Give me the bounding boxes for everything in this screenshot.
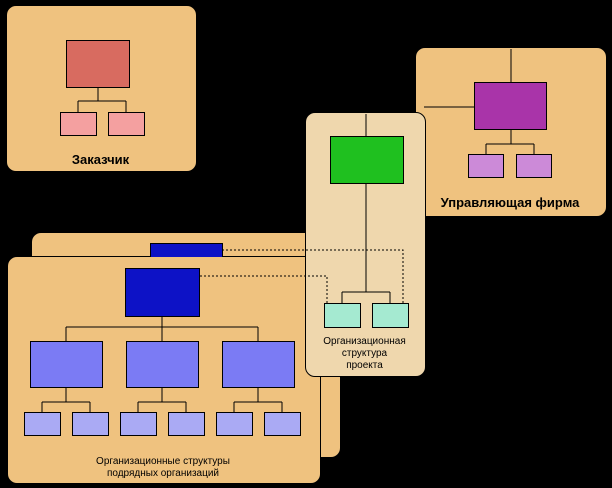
- contractor-head-box: [125, 268, 200, 317]
- management-head-box: [474, 82, 547, 130]
- customer-label: Заказчик: [71, 152, 130, 167]
- contractor-sub-box: [120, 412, 157, 436]
- contractor-back-head-box: [150, 243, 223, 257]
- customer-panel: [6, 5, 197, 172]
- project-structure-line: Организационная: [323, 336, 406, 347]
- project-head-box: [330, 136, 404, 184]
- management-sub-box: [516, 154, 552, 178]
- contractor-structures-line: Организационные структуры: [96, 456, 230, 467]
- project-sub-box: [324, 303, 361, 328]
- management-sub-box: [468, 154, 504, 178]
- project-structure-line: структура: [341, 348, 388, 359]
- contractor-sub-box: [72, 412, 109, 436]
- customer-sub-box: [108, 112, 145, 136]
- contractor-structures-line: подрядных организаций: [106, 468, 220, 479]
- project-structure-line: проекта: [346, 360, 383, 371]
- project-structure-label: Организационная структура проекта: [305, 336, 424, 372]
- contractor-sub-box: [216, 412, 253, 436]
- contractor-mid-box: [222, 341, 295, 388]
- contractor-mid-box: [30, 341, 103, 388]
- management-firm-label: Управляющая фирма: [440, 195, 580, 210]
- customer-sub-box: [60, 112, 97, 136]
- contractor-sub-box: [264, 412, 301, 436]
- contractor-sub-box: [24, 412, 61, 436]
- customer-head-box: [66, 40, 130, 88]
- contractor-sub-box: [168, 412, 205, 436]
- contractor-mid-box: [126, 341, 199, 388]
- project-sub-box: [372, 303, 409, 328]
- contractor-structures-label: Организационные структуры подрядных орга…: [7, 456, 319, 480]
